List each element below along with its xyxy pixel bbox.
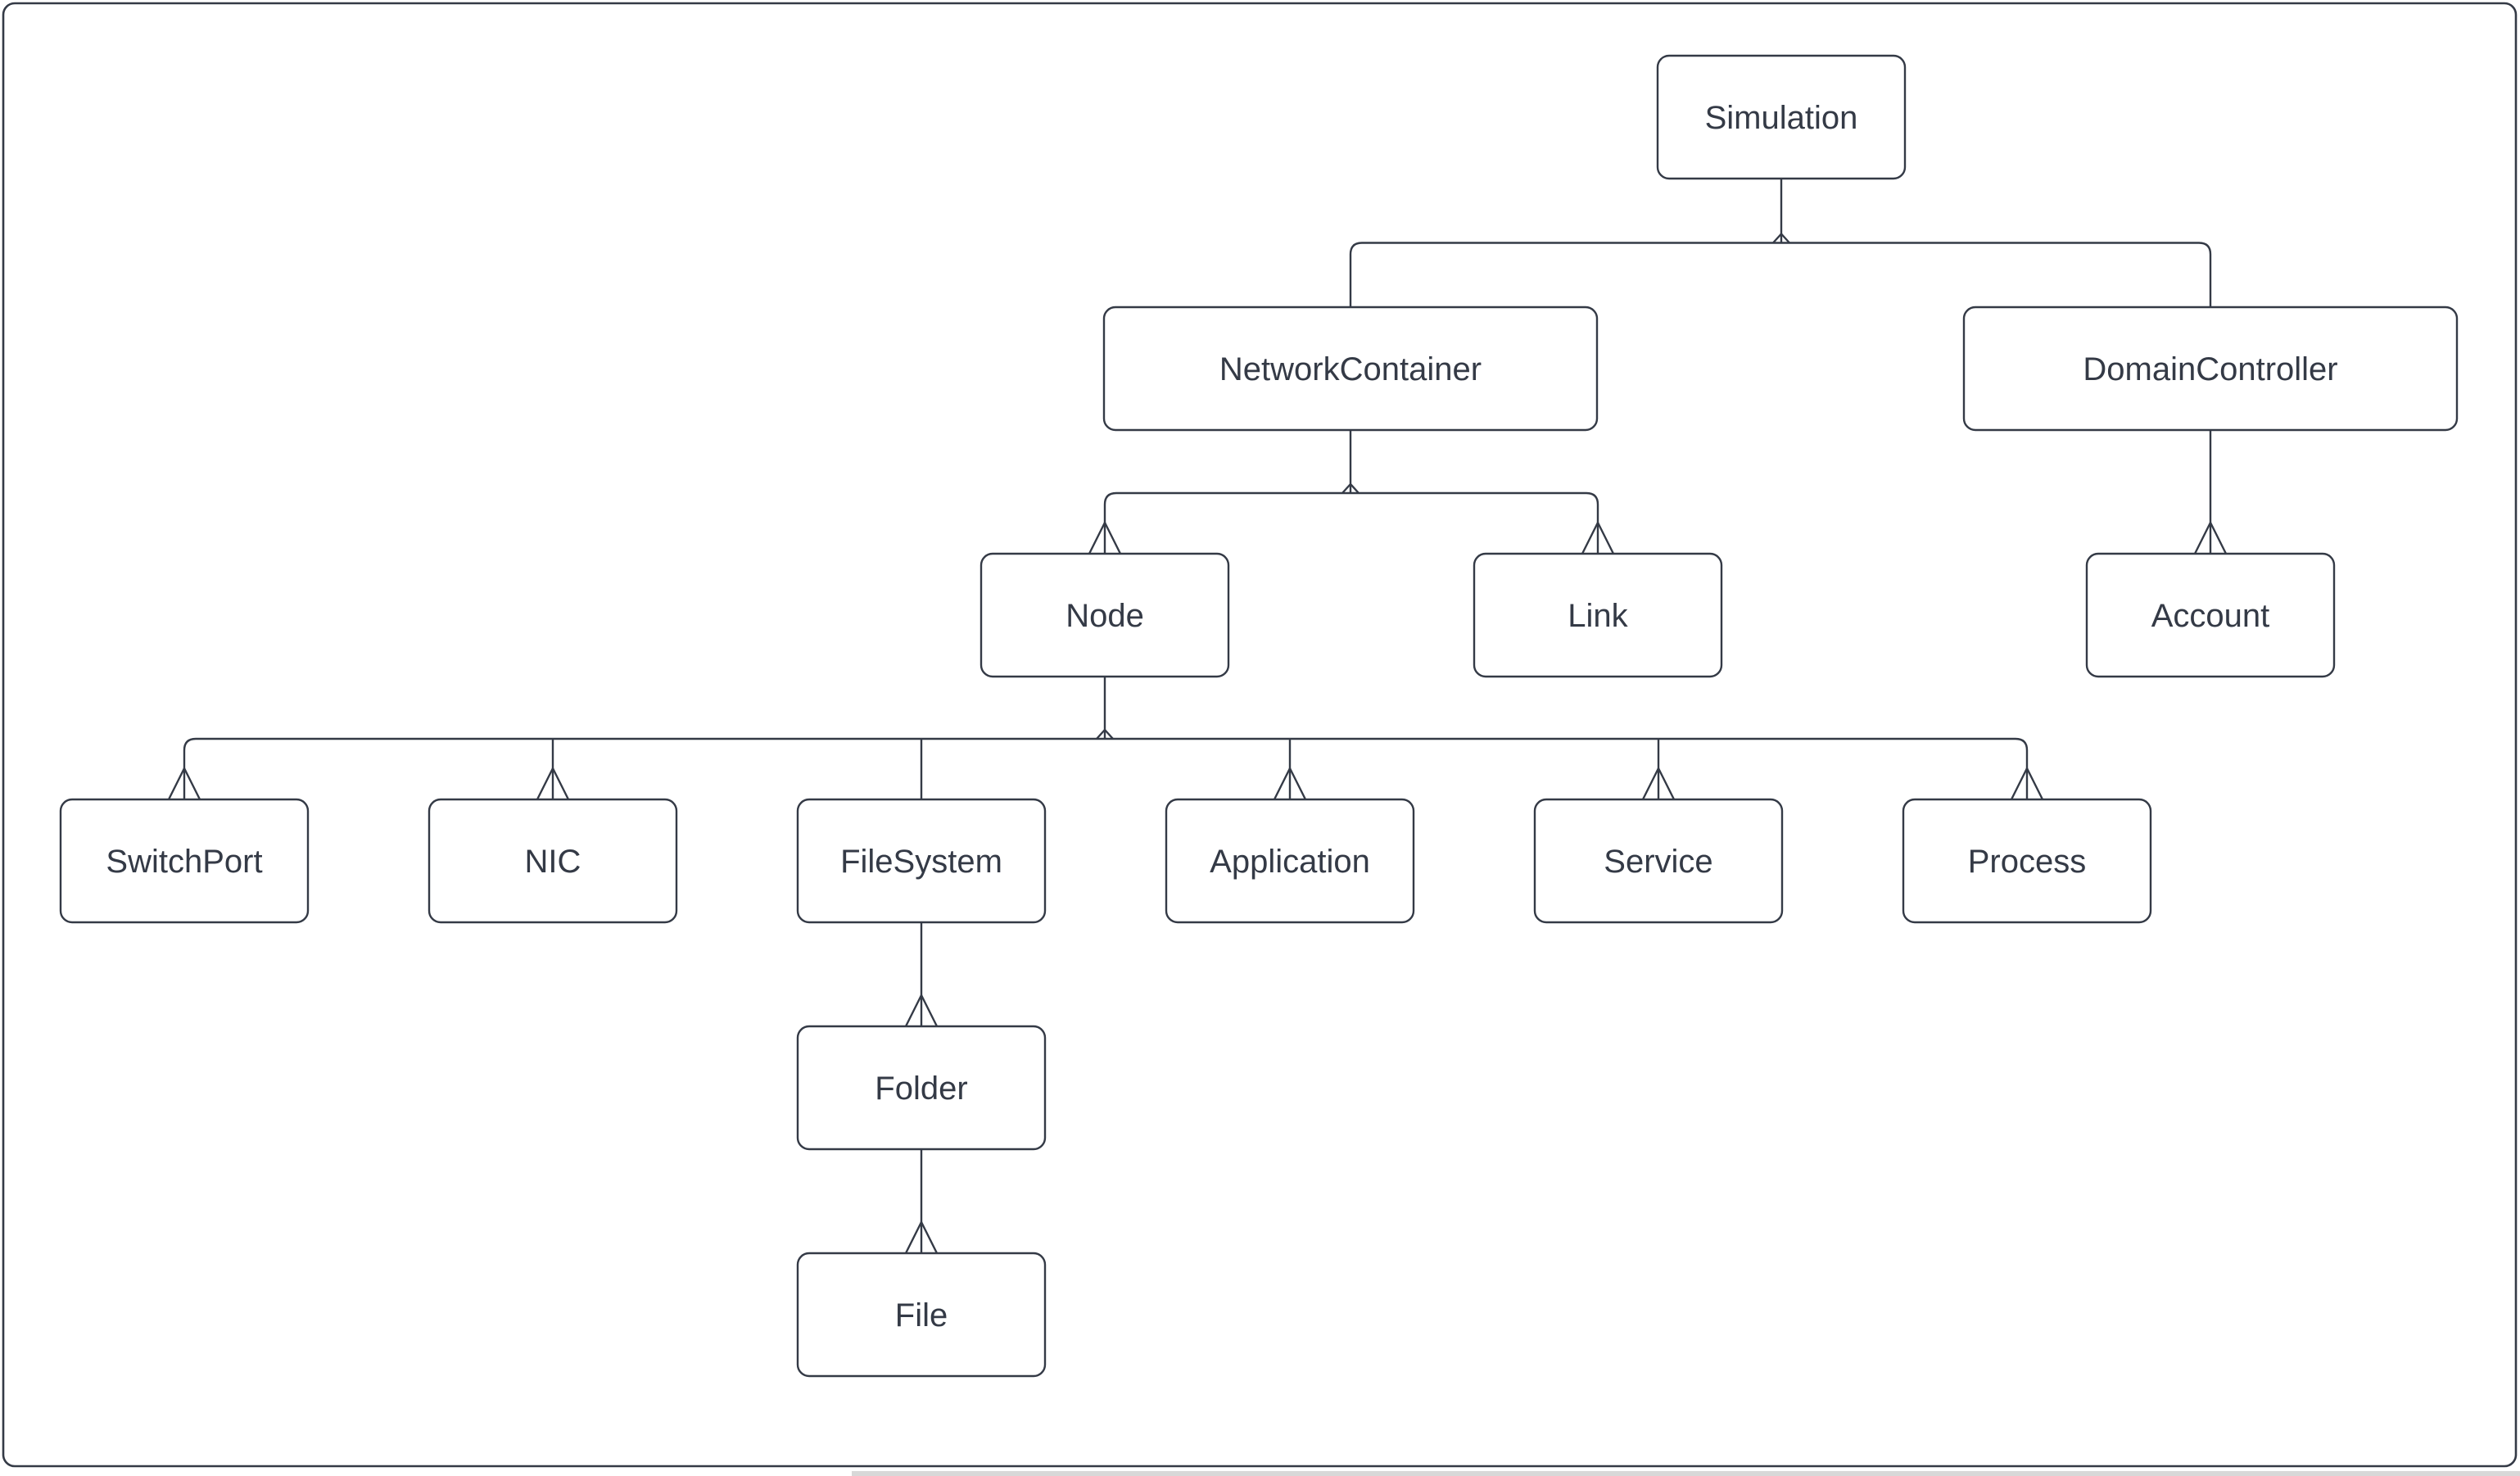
class-label-switchport: SwitchPort [106, 844, 262, 880]
class-label-link: Link [1568, 598, 1628, 634]
class-node-file[interactable]: File [798, 1253, 1045, 1376]
class-label-file: File [895, 1297, 948, 1333]
class-node-domaincontroller[interactable]: DomainController [1964, 307, 2457, 430]
class-node-link[interactable]: Link [1474, 554, 1721, 677]
class-label-networkcontainer: NetworkContainer [1219, 351, 1482, 387]
class-node-nic[interactable]: NIC [429, 799, 676, 922]
class-node-application[interactable]: Application [1166, 799, 1414, 922]
class-node-folder[interactable]: Folder [798, 1026, 1045, 1149]
class-node-account[interactable]: Account [2087, 554, 2334, 677]
class-node-service[interactable]: Service [1535, 799, 1782, 922]
bottom-edge-shade [852, 1471, 2520, 1476]
class-node-node[interactable]: Node [981, 554, 1228, 677]
class-node-simulation[interactable]: Simulation [1658, 56, 1905, 179]
class-node-networkcontainer[interactable]: NetworkContainer [1104, 307, 1597, 430]
class-label-account: Account [2151, 598, 2270, 634]
diagram-frame [3, 3, 2516, 1466]
class-label-folder: Folder [875, 1071, 967, 1107]
class-label-domaincontroller: DomainController [2083, 351, 2337, 387]
class-label-nic: NIC [525, 844, 581, 880]
class-label-filesystem: FileSystem [840, 844, 1002, 880]
class-label-service: Service [1604, 844, 1712, 880]
class-label-node: Node [1065, 598, 1144, 634]
class-label-process: Process [1968, 844, 2087, 880]
class-node-filesystem[interactable]: FileSystem [798, 799, 1045, 922]
class-label-simulation: Simulation [1705, 100, 1858, 136]
class-node-process[interactable]: Process [1903, 799, 2151, 922]
class-label-application: Application [1210, 844, 1370, 880]
class-node-switchport[interactable]: SwitchPort [61, 799, 308, 922]
